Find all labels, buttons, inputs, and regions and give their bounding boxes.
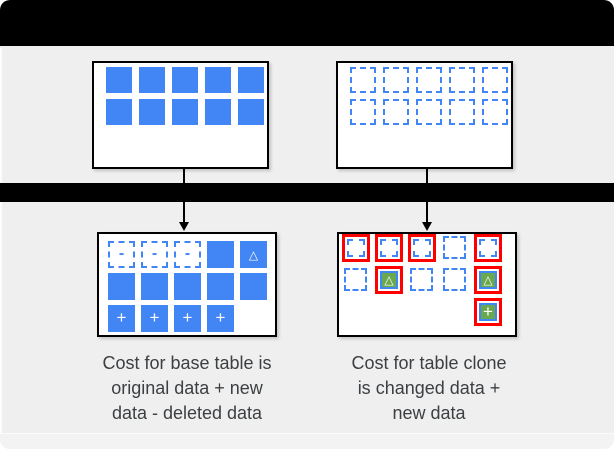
caption-line: original data + new [111, 378, 263, 398]
arrow-line [183, 169, 185, 223]
new-data-block: + [207, 305, 234, 332]
data-block [205, 67, 231, 93]
data-block [108, 273, 135, 300]
empty-data-block [441, 266, 469, 294]
billed-original-data-block [474, 234, 502, 262]
empty-data-block [383, 67, 409, 93]
data-block [205, 99, 231, 125]
base-table-arrow [179, 169, 189, 232]
green-square: △ [380, 271, 398, 289]
deleted-data-block: - [108, 241, 135, 268]
data-block [141, 273, 168, 300]
base-table-original-grid [106, 67, 267, 125]
empty-data-block [342, 266, 370, 294]
caption-line: is changed data + [357, 378, 501, 398]
empty-data-block [383, 99, 409, 125]
delta-icon: △ [384, 273, 394, 287]
dashed-outline [344, 268, 367, 291]
bottom-edge-strip [0, 433, 614, 449]
left-edge-highlight [0, 48, 2, 433]
data-block [238, 67, 264, 93]
empty-data-block [449, 99, 475, 125]
delta-icon: △ [483, 273, 493, 287]
delta-icon: △ [248, 247, 259, 262]
plus-icon: + [215, 308, 226, 327]
dashed-outline [410, 268, 433, 291]
plus-icon: + [182, 308, 193, 327]
data-block [139, 67, 165, 93]
new-data-block: + [108, 305, 135, 332]
billed-new-data-block: + [474, 298, 502, 326]
arrow-line [426, 169, 428, 223]
empty-data-block [416, 99, 442, 125]
deleted-data-block: - [174, 241, 201, 268]
green-square: + [479, 303, 497, 321]
changed-data-block: △ [240, 241, 267, 268]
deleted-data-block: - [141, 241, 168, 268]
minus-icon: - [151, 244, 158, 262]
billed-changed-data-block: △ [375, 266, 403, 294]
empty-data-block [482, 99, 508, 125]
data-block [174, 273, 201, 300]
dashed-outline [347, 239, 365, 257]
base-table-cost-caption: Cost for base table is original data + n… [62, 351, 312, 426]
data-block [172, 67, 198, 93]
dashed-outline [479, 239, 497, 257]
billed-original-data-block [342, 234, 370, 262]
middle-black-bar [0, 183, 614, 202]
arrow-down-icon [422, 222, 432, 231]
table-clone-arrow [422, 169, 432, 232]
empty-data-block [408, 266, 436, 294]
empty-data-block [482, 67, 508, 93]
empty-data-block [441, 234, 469, 262]
arrow-down-icon [179, 222, 189, 231]
data-block [106, 67, 132, 93]
data-block [240, 273, 267, 300]
minus-icon: - [118, 244, 125, 262]
data-block [106, 99, 132, 125]
caption-line: new data [392, 403, 466, 423]
caption-line: data - deleted data [111, 403, 263, 423]
base-table-original-panel [92, 61, 269, 169]
data-block [139, 99, 165, 125]
dashed-outline [443, 268, 466, 291]
billed-original-data-block [408, 234, 436, 262]
plus-icon: + [149, 308, 160, 327]
caption-line: Cost for base table is [102, 353, 272, 373]
table-clone-current-grid: △ △ + [342, 234, 515, 326]
new-data-block: + [141, 305, 168, 332]
dashed-outline [380, 239, 398, 257]
table-clone-cost-caption: Cost for table clone is changed data + n… [304, 351, 554, 426]
billed-changed-data-block: △ [474, 266, 502, 294]
data-block [207, 273, 234, 300]
empty-data-block [350, 67, 376, 93]
base-table-current-grid: - - - △ + + + + [108, 241, 275, 332]
table-clone-current-panel: △ △ + [337, 232, 517, 337]
empty-data-block [416, 67, 442, 93]
data-block [172, 99, 198, 125]
new-data-block: + [174, 305, 201, 332]
dashed-outline [443, 236, 466, 259]
empty-data-block [449, 67, 475, 93]
table-clone-original-panel [336, 61, 513, 169]
caption-line: Cost for table clone [351, 353, 507, 373]
billed-original-data-block [375, 234, 403, 262]
base-table-current-panel: - - - △ + + + + [97, 232, 277, 337]
plus-icon: + [116, 308, 127, 327]
dashed-outline [413, 239, 431, 257]
plus-icon: + [483, 301, 493, 321]
empty-data-block [350, 99, 376, 125]
minus-icon: - [184, 244, 191, 262]
top-black-bar [0, 0, 614, 46]
data-block [238, 99, 264, 125]
table-clone-original-grid [350, 67, 511, 125]
data-block [207, 241, 234, 268]
green-square: △ [479, 271, 497, 289]
